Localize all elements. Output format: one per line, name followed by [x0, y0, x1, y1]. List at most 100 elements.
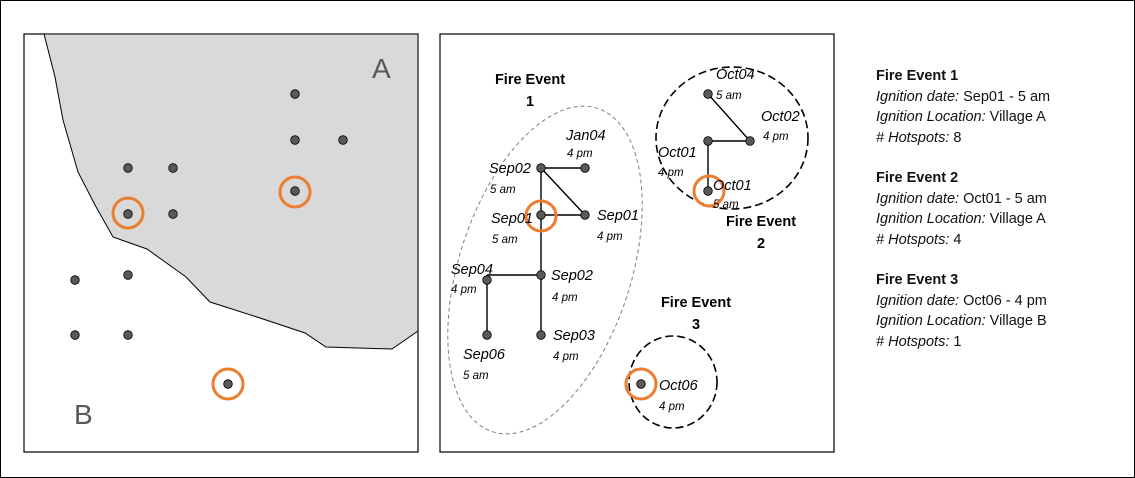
ignition-ring — [211, 367, 245, 401]
hotspot-point — [290, 89, 300, 99]
ignition-date-value: Oct01 - 5 am — [963, 190, 1047, 207]
hotspot-point — [168, 209, 178, 219]
hotspot-point — [338, 135, 348, 145]
ignition-location-label: Ignition Location: — [876, 109, 986, 125]
event-title: Fire Event 2 — [876, 170, 959, 186]
fire-event-1-title: Fire Event — [495, 72, 565, 88]
node-date-label: Oct02 — [761, 109, 800, 125]
graph-node — [482, 330, 492, 340]
event-summary-2: Fire Event 2 Ignition date: Oct01 - 5 am… — [876, 168, 1131, 250]
region-a-label: A — [372, 53, 391, 84]
hotspots-row: # Hotspots: 4 — [876, 230, 1131, 251]
event-title: Fire Event 3 — [876, 272, 959, 288]
hotspot-point — [290, 186, 300, 196]
node-time-label: 5 am — [492, 234, 518, 246]
hotspots-label: # Hotspots: — [876, 333, 950, 350]
hotspot-point — [123, 163, 133, 173]
graph-node — [536, 270, 546, 280]
region-b-label: B — [74, 399, 93, 430]
ignition-ring — [624, 367, 658, 401]
cluster-event-2 — [655, 66, 809, 210]
hotspots-value: 4 — [953, 231, 962, 248]
node-time-label: 4 pm — [552, 292, 578, 304]
graph-node — [536, 330, 546, 340]
graph-node — [580, 210, 590, 220]
fire-event-3-number: 3 — [692, 317, 700, 333]
node-date-label: Oct01 — [658, 145, 697, 161]
node-time-label: 4 pm — [659, 401, 685, 413]
node-date-label: Sep02 — [489, 161, 531, 177]
graph-node — [745, 136, 755, 146]
hotspot-point — [168, 163, 178, 173]
ignition-ring — [278, 175, 312, 209]
graph-node — [482, 275, 492, 285]
node-date-label: Jan04 — [565, 128, 606, 144]
graph-edge — [707, 93, 751, 142]
ignition-location-value: Village A — [989, 211, 1046, 227]
ignition-location-row: Ignition Location: Village A — [876, 209, 1131, 230]
node-time-label: 4 pm — [567, 148, 593, 160]
ignition-date-value: Oct06 - 4 pm — [963, 292, 1047, 309]
node-time-label: 4 pm — [763, 131, 789, 143]
ignition-location-value: Village B — [989, 313, 1047, 329]
node-time-label: 5 am — [463, 370, 489, 382]
hotspots-value: 8 — [953, 129, 962, 146]
map-panel: A B — [23, 33, 419, 453]
node-time-label: 4 pm — [451, 284, 477, 296]
ignition-location-label: Ignition Location: — [876, 313, 986, 329]
node-date-label: Oct01 — [713, 178, 752, 194]
hotspot-point — [70, 330, 80, 340]
node-date-label: Sep01 — [491, 211, 533, 227]
node-date-label: Oct06 — [659, 378, 699, 394]
node-time-label: 4 pm — [597, 231, 623, 243]
graph-node — [536, 163, 546, 173]
ignition-location-label: Ignition Location: — [876, 211, 986, 227]
ignition-date-label: Ignition date: — [876, 292, 960, 309]
node-date-label: Sep02 — [551, 268, 593, 284]
hotspot-point — [70, 275, 80, 285]
hotspot-point — [123, 330, 133, 340]
graph-edge — [540, 167, 586, 216]
hotspots-label: # Hotspots: — [876, 231, 950, 248]
event-summary-1: Fire Event 1 Ignition date: Sep01 - 5 am… — [876, 66, 1131, 148]
node-date-label: Sep01 — [597, 208, 639, 224]
region-a-area — [43, 33, 419, 350]
ignition-date-row: Ignition date: Oct06 - 4 pm — [876, 291, 1131, 312]
ignition-date-label: Ignition date: — [876, 190, 960, 207]
fire-event-2-title: Fire Event — [726, 214, 796, 230]
node-date-label: Sep04 — [451, 262, 493, 278]
ignition-date-label: Ignition date: — [876, 88, 960, 105]
hotspot-point — [223, 379, 233, 389]
node-date-label: Sep06 — [463, 347, 506, 363]
hotspot-point — [123, 270, 133, 280]
ignition-location-value: Village A — [989, 109, 1046, 125]
graph-node — [703, 186, 713, 196]
graph-node — [580, 163, 590, 173]
fire-event-2-number: 2 — [757, 236, 765, 252]
ignition-ring — [692, 174, 726, 208]
fire-event-3-title: Fire Event — [661, 295, 731, 311]
event-summary-panel: Fire Event 1 Ignition date: Sep01 - 5 am… — [876, 66, 1131, 372]
hotspots-row: # Hotspots: 1 — [876, 332, 1131, 353]
graph-panel: Fire Event 1 Fire Event 2 Fire Event 3 J… — [439, 33, 835, 453]
graph-node — [636, 379, 646, 389]
hotspot-point — [123, 209, 133, 219]
graph-node — [703, 89, 713, 99]
ignition-date-row: Ignition date: Oct01 - 5 am — [876, 189, 1131, 210]
node-time-label: 5 am — [716, 90, 742, 102]
node-time-label: 4 pm — [553, 351, 579, 363]
fire-event-1-number: 1 — [526, 94, 534, 110]
node-time-label: 5 am — [490, 184, 516, 196]
node-time-label: 5 am — [713, 199, 739, 211]
graph-node — [536, 210, 546, 220]
event-title: Fire Event 1 — [876, 68, 959, 84]
hotspots-row: # Hotspots: 8 — [876, 128, 1131, 149]
ignition-location-row: Ignition Location: Village B — [876, 311, 1131, 332]
event-summary-3: Fire Event 3 Ignition date: Oct06 - 4 pm… — [876, 270, 1131, 352]
graph-node — [703, 136, 713, 146]
ignition-ring — [111, 196, 145, 230]
node-date-label: Sep03 — [553, 328, 595, 344]
ignition-ring — [524, 199, 558, 233]
cluster-event-3 — [628, 335, 718, 429]
